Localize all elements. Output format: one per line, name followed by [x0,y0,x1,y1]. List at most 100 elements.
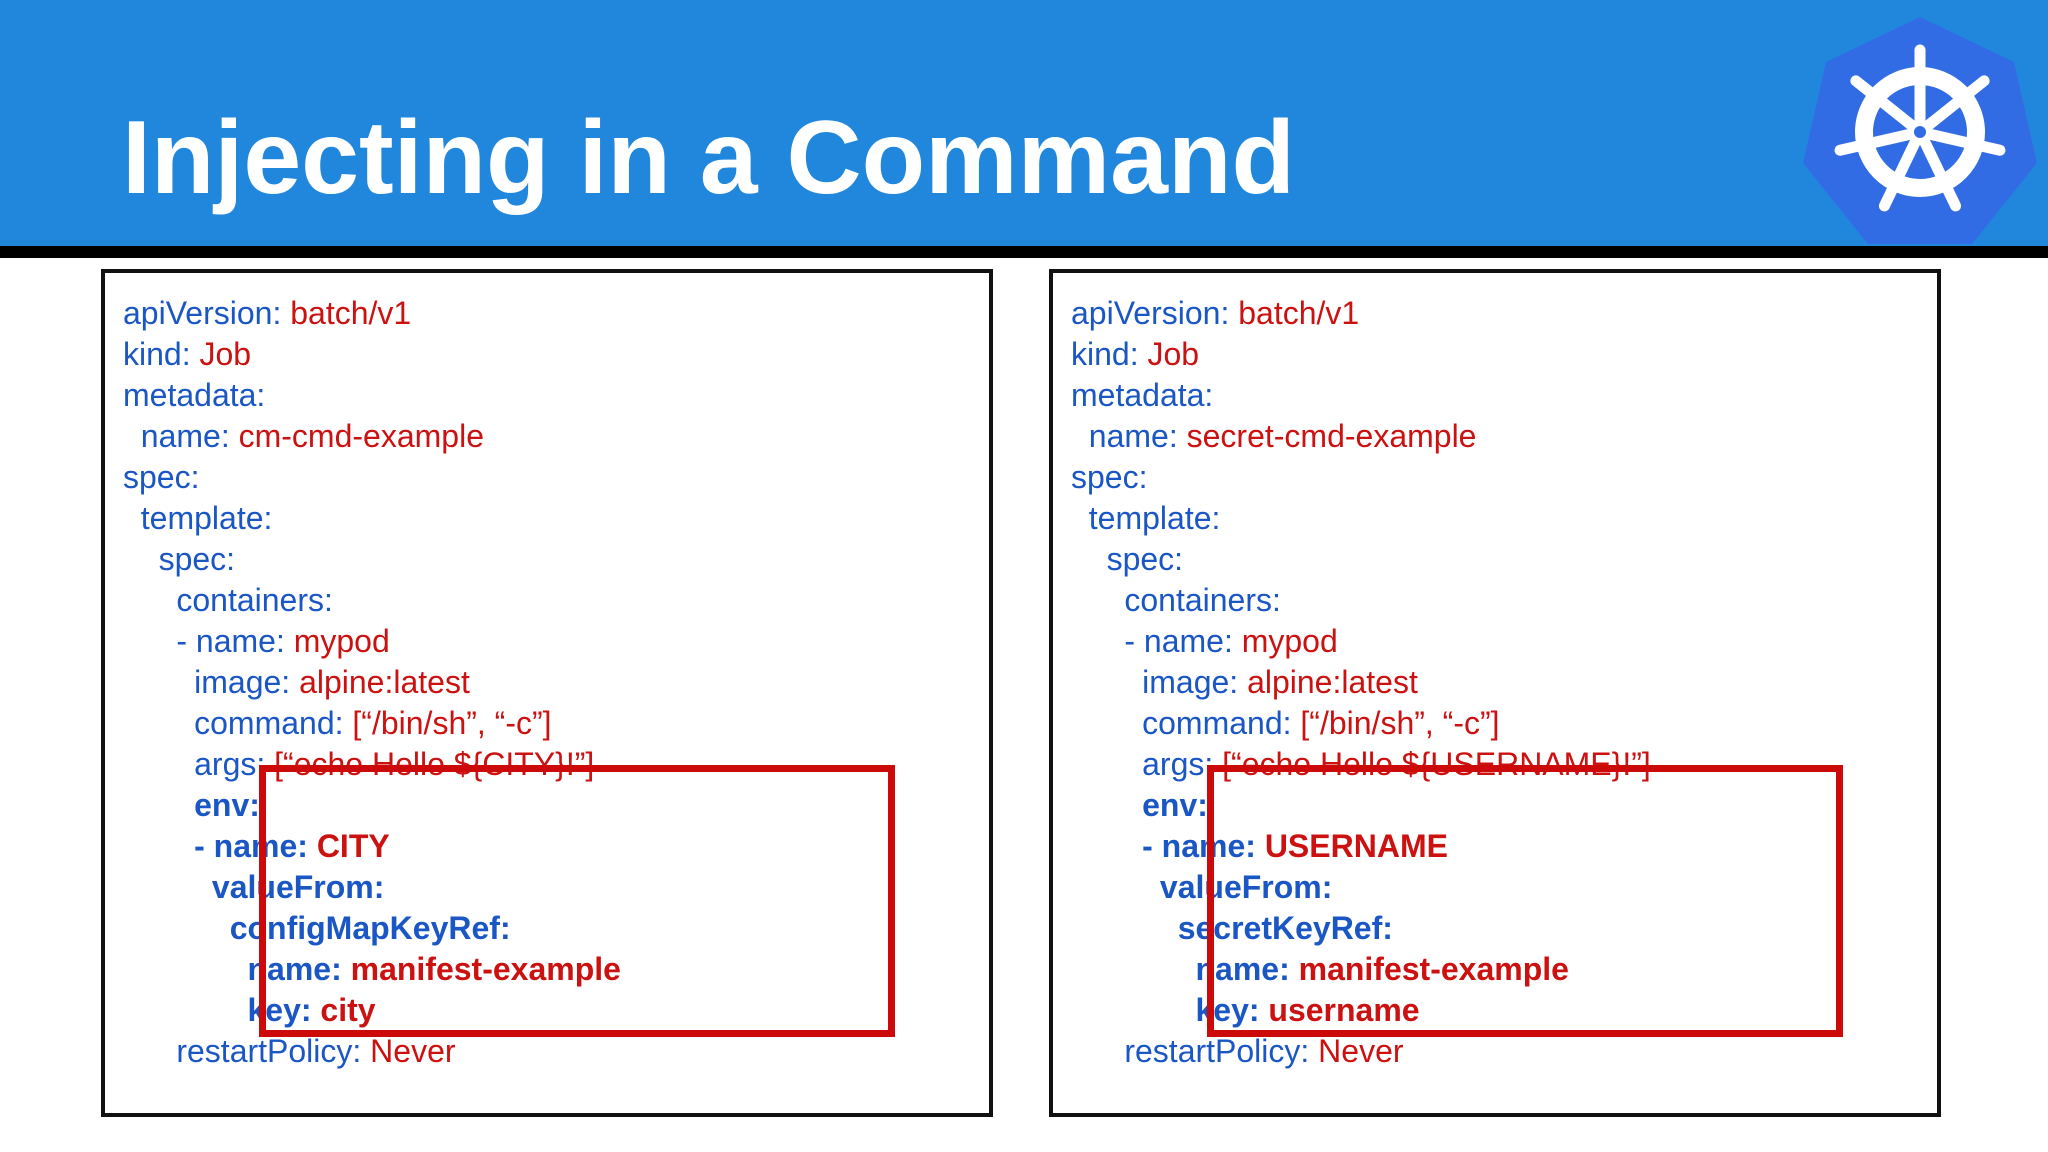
code-indent [1071,705,1142,741]
code-line: key: username [1071,990,1651,1031]
code-indent [1071,623,1124,659]
yaml-key: key: [1195,992,1260,1028]
yaml-value: mypod [284,623,390,659]
code-line: - name: mypod [1071,621,1651,662]
code-indent [1071,746,1142,782]
yaml-key: spec: [1106,541,1184,577]
yaml-key: restartPolicy: [1124,1033,1310,1069]
code-line: template: [123,498,621,539]
code-line: apiVersion: batch/v1 [123,293,621,334]
yaml-value: mypod [1232,623,1338,659]
yaml-key: spec: [123,459,200,495]
code-indent [123,992,247,1028]
yaml-key: template: [140,500,273,536]
yaml-key: command: [1142,705,1292,741]
code-line: name: manifest-example [123,949,620,990]
code-line: env: [1071,785,1651,826]
code-indent [123,910,230,946]
yaml-value: alpine:latest [290,664,470,700]
yaml-value: secret-cmd-example [1177,418,1477,454]
code-indent [123,787,194,823]
code-line: spec: [123,539,621,580]
yaml-key: containers: [1124,582,1281,618]
code-line: image: alpine:latest [123,662,621,703]
yaml-key: apiVersion: [1071,295,1230,331]
code-indent [1071,828,1142,864]
code-indent [123,500,141,536]
title-bar [0,0,2048,246]
code-indent [123,1033,176,1069]
yaml-value: batch/v1 [1229,295,1360,331]
code-line: secretKeyRef: [1071,908,1651,949]
yaml-key: kind: [1071,336,1139,372]
yaml-key: spec: [158,541,236,577]
yaml-value: username [1259,992,1420,1028]
yaml-key: command: [194,705,344,741]
slide-title: Injecting in a Command [122,100,1295,216]
code-indent [123,582,176,618]
code-line: - name: mypod [123,621,621,662]
code-indent [123,951,247,987]
yaml-value: batch/v1 [281,295,412,331]
code-line: - name: USERNAME [1071,826,1651,867]
code-line: configMapKeyRef: [123,908,621,949]
code-indent [123,541,159,577]
yaml-key: containers: [176,582,333,618]
code-indent [123,828,194,864]
yaml-key: restartPolicy: [176,1033,362,1069]
code-line: valueFrom: [123,867,621,908]
yaml-key: name: [140,418,230,454]
yaml-key: template: [1088,500,1221,536]
code-line: args: [“echo Hello ${USERNAME}!”] [1071,744,1651,785]
code-line: spec: [1071,539,1651,580]
yaml-key: - name: [176,623,285,659]
yaml-value: USERNAME [1255,828,1448,864]
yaml-key: configMapKeyRef: [229,910,511,946]
code-line: args: [“echo Hello ${CITY}!”] [123,744,621,785]
code-line: key: city [123,990,621,1031]
code-indent [1071,951,1195,987]
title-divider [0,246,2048,258]
yaml-key: image: [194,664,291,700]
code-indent [1071,992,1195,1028]
yaml-key: kind: [123,336,191,372]
yaml-key: spec: [1071,459,1148,495]
yaml-key: valueFrom: [1159,869,1333,905]
code-line: image: alpine:latest [1071,662,1651,703]
code-indent [1071,787,1142,823]
yaml-value: Job [1138,336,1200,372]
yaml-value: manifest-example [1289,951,1569,987]
code-indent [1071,541,1107,577]
yaml-key: args: [1142,746,1214,782]
code-line: kind: Job [1071,334,1651,375]
code-indent [1071,910,1178,946]
code-indent [123,869,212,905]
yaml-value: [“echo Hello ${USERNAME}!”] [1213,746,1651,782]
code-indent [1071,582,1124,618]
yaml-key: name: [1195,951,1290,987]
yaml-value: [“/bin/sh”, “-c”] [343,705,552,741]
code-line: name: cm-cmd-example [123,416,621,457]
code-line: spec: [123,457,621,498]
code-indent [1071,664,1142,700]
code-indent [1071,500,1089,536]
yaml-key: image: [1142,664,1239,700]
code-line: metadata: [123,375,621,416]
yaml-value: Job [190,336,252,372]
yaml-value: cm-cmd-example [229,418,484,454]
code-indent [123,705,194,741]
yaml-key: metadata: [1071,377,1214,413]
code-line: - name: CITY [123,826,621,867]
code-line: restartPolicy: Never [1071,1031,1651,1072]
code-indent [123,664,194,700]
code-line: name: secret-cmd-example [1071,416,1651,457]
yaml-key: - name: [1142,828,1256,864]
yaml-key: - name: [194,828,308,864]
code-line: metadata: [1071,375,1651,416]
kubernetes-logo-icon [1803,17,2037,244]
code-line: spec: [1071,457,1651,498]
